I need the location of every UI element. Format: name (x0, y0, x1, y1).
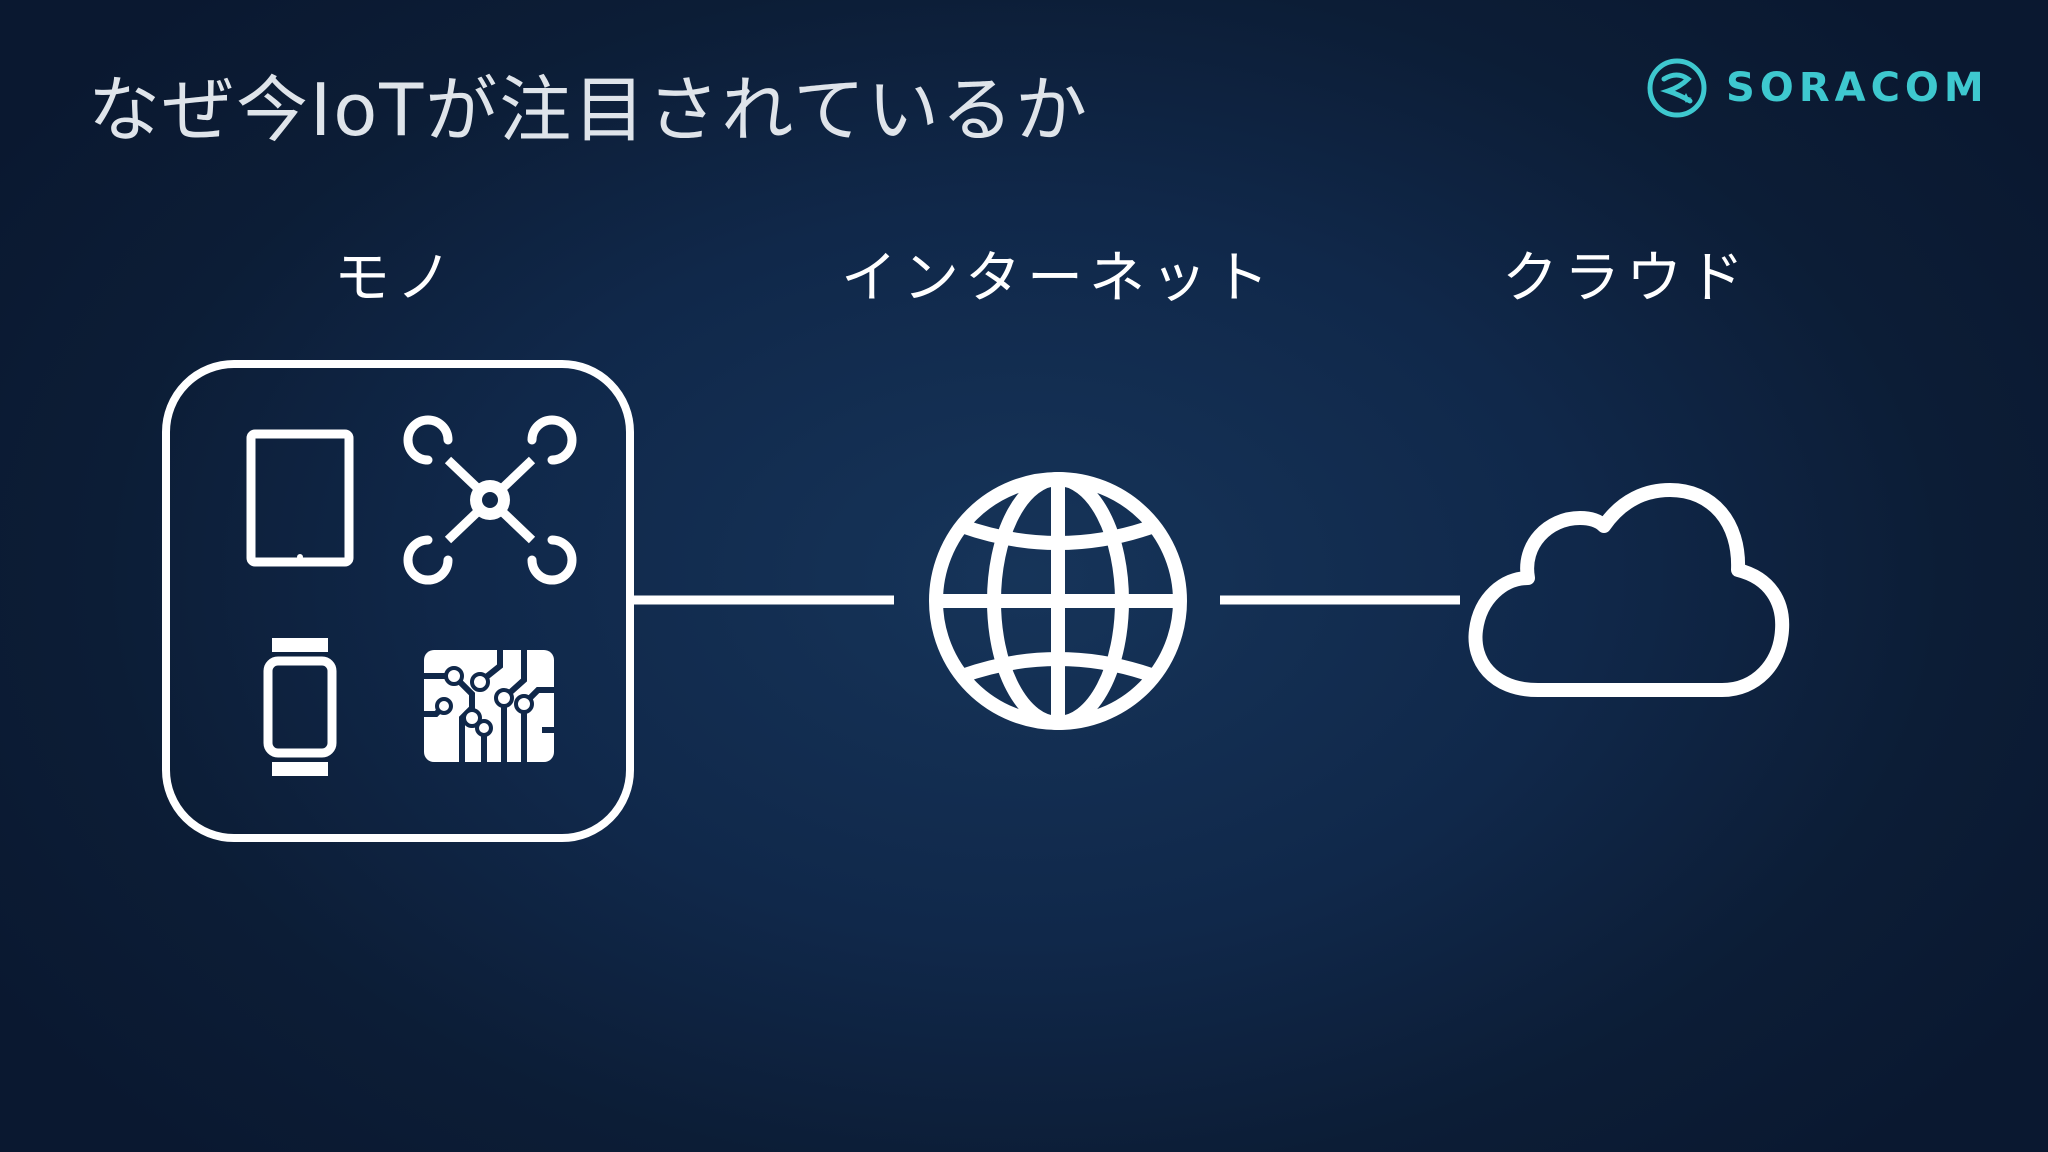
label-internet: インターネット (841, 246, 1275, 311)
tablet-icon (246, 429, 354, 567)
drone-icon (403, 415, 577, 585)
globe-icon (929, 472, 1187, 730)
label-things: モノ (334, 246, 458, 311)
soracom-logo: SORACOM (1646, 56, 1989, 120)
cloud-icon (1468, 483, 1790, 697)
label-cloud: クラウド (1502, 246, 1750, 311)
chip-icon (424, 650, 554, 762)
smartwatch-icon (263, 638, 337, 776)
soracom-logo-icon (1647, 58, 1707, 118)
slide-title: なぜ今IoTが注目されているか (88, 68, 1090, 152)
things-box (162, 360, 634, 842)
soracom-logo-text: SORACOM (1726, 65, 1989, 111)
